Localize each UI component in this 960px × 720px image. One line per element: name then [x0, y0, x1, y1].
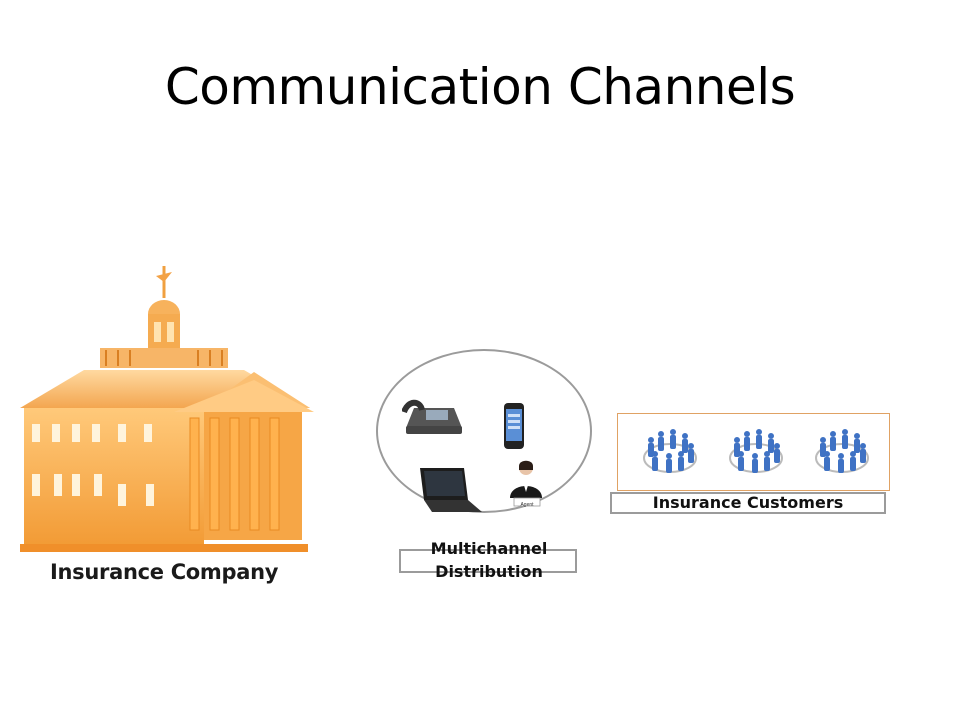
customers-label: Insurance Customers	[610, 492, 886, 514]
customer-group-icon	[815, 429, 869, 473]
agent-badge: Agent	[520, 502, 534, 508]
customer-group-icon	[643, 429, 697, 473]
insurance-company-label: Insurance Company	[50, 560, 279, 584]
distribution-label-box	[399, 549, 577, 573]
distribution-label: Multichannel Distribution	[430, 539, 548, 581]
distribution-circle	[376, 349, 592, 513]
laptop-icon	[420, 468, 482, 512]
customer-group-icon	[729, 429, 783, 473]
smartphone-icon	[504, 403, 524, 449]
agent-icon	[510, 460, 542, 507]
insurance-company-building-icon	[20, 266, 314, 552]
page-title: Communication Channels	[164, 58, 796, 116]
desk-phone-icon	[402, 399, 462, 434]
customers-box	[617, 413, 890, 491]
